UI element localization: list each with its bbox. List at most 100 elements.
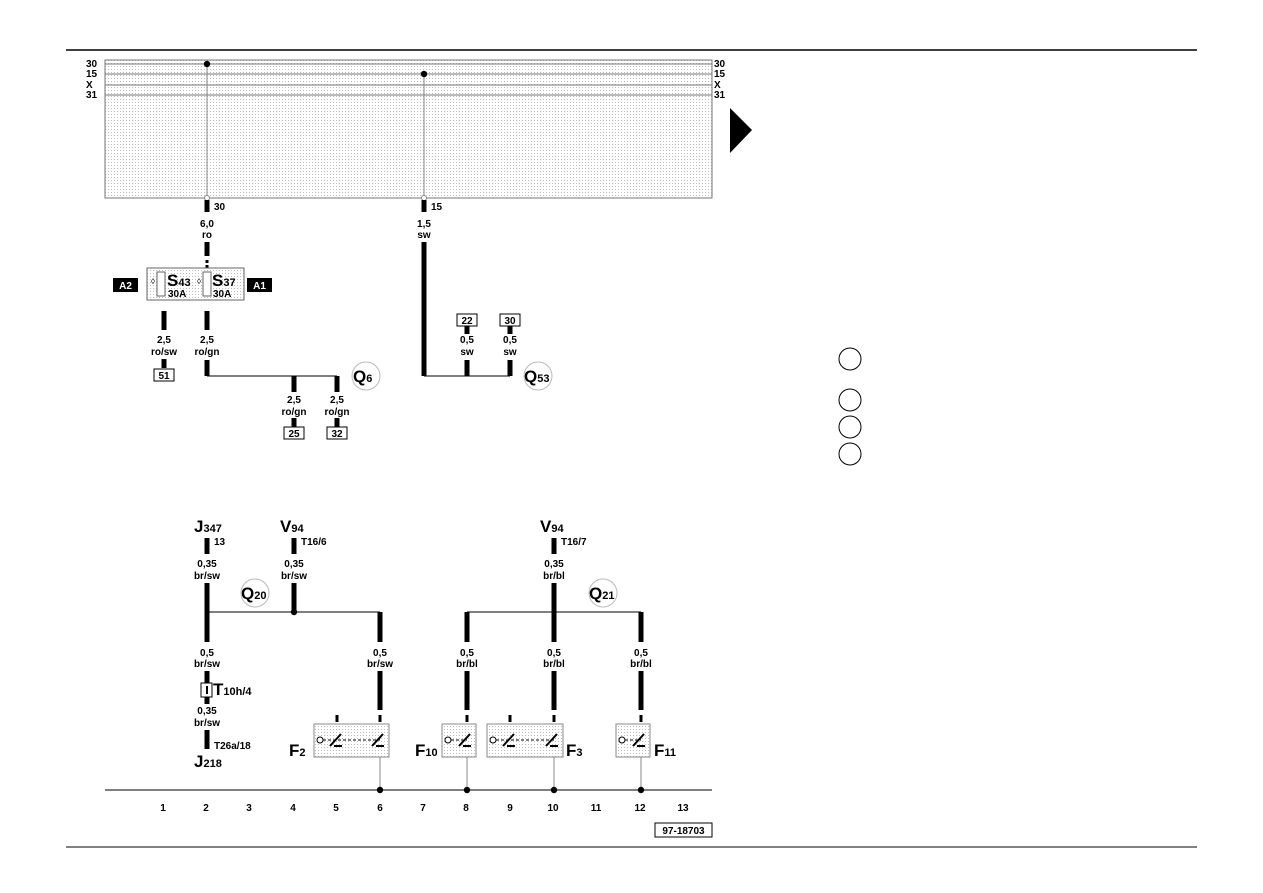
fuse-s37-rating: 30A <box>213 289 231 300</box>
connector-q21: Q21 <box>589 584 614 603</box>
connector-q53-circle <box>523 361 553 391</box>
wire-30b-size: 0,5 <box>503 335 517 346</box>
drawing-number: 97-18703 <box>662 826 705 837</box>
grid-number: 10 <box>547 803 559 814</box>
grid-number: 12 <box>634 803 646 814</box>
grid-number: 3 <box>246 803 252 814</box>
ref-51: 51 <box>158 371 170 382</box>
rail-label-right-15: 15 <box>714 69 726 80</box>
legend-circle-1 <box>838 347 862 371</box>
fuse-position-a2-box <box>113 278 138 292</box>
fuse-s43-icon: ◊ <box>151 277 155 286</box>
switch-f10-contact <box>458 733 471 747</box>
grid-number: 7 <box>420 803 426 814</box>
junction-dot <box>463 786 471 794</box>
switch-f2-contact-b <box>371 733 384 747</box>
wire-h-size: 0,5 <box>634 648 648 659</box>
switch-f2-label: F2 <box>289 741 306 760</box>
wire-i-size: 0,35 <box>197 706 217 717</box>
fuse-s43-label: S43 <box>167 271 191 290</box>
fuse-position-a1: A1 <box>253 281 266 292</box>
ref-22: 22 <box>461 316 473 327</box>
wire-22-size: 0,5 <box>460 335 474 346</box>
connector-q53: Q53 <box>524 367 549 386</box>
wire-g-color: br/bl <box>543 659 565 670</box>
wire-25-size: 2,5 <box>287 395 301 406</box>
wire-g-size: 0,5 <box>547 648 561 659</box>
connector-q20-circle <box>240 578 270 608</box>
junction-dot <box>550 786 558 794</box>
wire-a-size: 0,35 <box>197 559 217 570</box>
junction-dot <box>420 70 428 78</box>
switch-f3-label: F3 <box>566 741 583 760</box>
ref-32: 32 <box>331 429 343 440</box>
ref-51-box <box>153 368 175 382</box>
switch-f11-actuator <box>618 736 626 744</box>
connector-q21-circle <box>588 578 618 608</box>
legend-circle-4 <box>838 442 862 466</box>
wire-e-size: 0,5 <box>200 648 214 659</box>
connector-q20: Q20 <box>241 584 266 603</box>
wire-f-size: 0,5 <box>460 648 474 659</box>
fuse-s43-rating: 30A <box>168 289 186 300</box>
grid-number: 2 <box>203 803 209 814</box>
switch-f11-contact <box>632 733 645 747</box>
switch-f2-actuator <box>316 736 324 744</box>
grid-number: 13 <box>677 803 689 814</box>
rail-label-left-31: 31 <box>86 90 98 101</box>
terminal-circle <box>421 195 427 201</box>
ref-32-box <box>326 426 348 440</box>
ref-25: 25 <box>288 429 300 440</box>
switch-f10-label: F10 <box>415 741 438 760</box>
component-v94-a: V94 <box>280 517 304 536</box>
rail-label-right-30: 30 <box>714 59 726 70</box>
junction-dot <box>637 786 645 794</box>
wire-rogn-size: 2,5 <box>200 335 214 346</box>
rail-label-right-31: 31 <box>714 90 726 101</box>
connector-q6: Q6 <box>353 367 372 386</box>
grid-number: 4 <box>290 803 296 814</box>
wire-rogn-color: ro/gn <box>195 347 220 358</box>
grid-number: 9 <box>507 803 513 814</box>
wire-c-size: 0,35 <box>544 559 564 570</box>
wire-30-size: 6,0 <box>200 219 214 230</box>
wire-25-color: ro/gn <box>282 407 307 418</box>
switch-f3-contact-a <box>502 733 515 747</box>
connector-t10: T10h/4 <box>213 680 252 699</box>
rail-label-left-x: X <box>86 80 93 91</box>
continue-arrow-icon <box>730 108 752 153</box>
wire-22-color: sw <box>460 347 474 358</box>
fuse-s37-icon: ◊ <box>197 277 201 286</box>
junction-dot <box>290 608 298 616</box>
fuse-position-a1-box <box>247 278 272 292</box>
component-v94-b: V94 <box>540 517 564 536</box>
ref-25-box <box>283 426 305 440</box>
wire-30b-color: sw <box>503 347 517 358</box>
wire-h-color: br/bl <box>630 659 652 670</box>
terminal-circle <box>204 195 210 201</box>
central-electrics-box <box>104 59 713 199</box>
grid-number: 5 <box>333 803 339 814</box>
wire-d-size: 0,5 <box>373 648 387 659</box>
wire-32-color: ro/gn <box>325 407 350 418</box>
wire-a-color: br/sw <box>194 571 220 582</box>
grid-number: 6 <box>377 803 383 814</box>
wire-32-size: 2,5 <box>330 395 344 406</box>
fuse-s37-label: S37 <box>212 271 236 290</box>
switch-f3-actuator <box>489 736 497 744</box>
wire-b-color: br/sw <box>281 571 307 582</box>
wire-30-color: ro <box>202 230 212 241</box>
fuse-s37-body <box>202 271 212 297</box>
wire-51-size: 2,5 <box>157 335 171 346</box>
connector-q6-circle <box>351 361 381 391</box>
wire-i-color: br/sw <box>194 718 220 729</box>
pin-13: 13 <box>214 537 226 548</box>
component-j347: J347 <box>194 517 222 536</box>
legend-circle-3 <box>838 415 862 439</box>
switch-f11-label: F11 <box>654 741 676 760</box>
switch-f10-actuator <box>444 736 452 744</box>
fuse-position-a2: A2 <box>119 281 132 292</box>
grid-number: 1 <box>160 803 166 814</box>
grid-number: 8 <box>463 803 469 814</box>
